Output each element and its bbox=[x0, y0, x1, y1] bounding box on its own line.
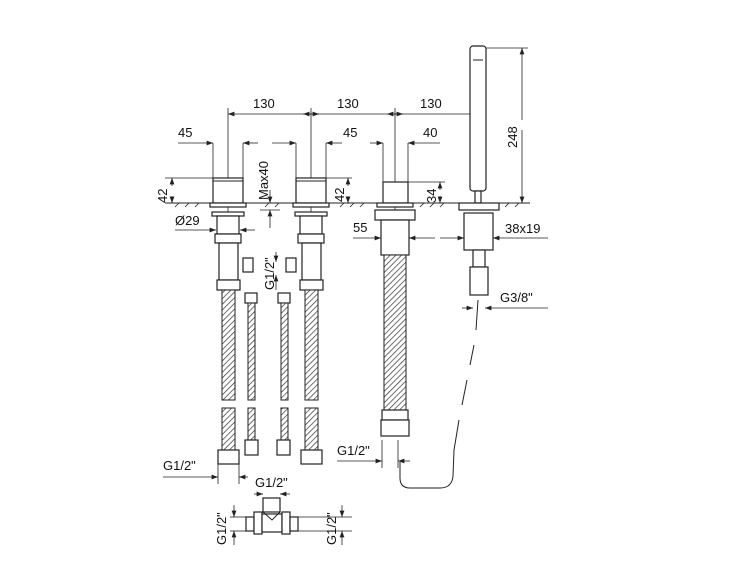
left-valve bbox=[209, 177, 254, 465]
dim-130-2: 130 bbox=[337, 96, 359, 111]
dim-hose-spout: G1/2" bbox=[337, 443, 370, 458]
dim-g38: G3/8" bbox=[500, 290, 533, 305]
dim-130-1: 130 bbox=[253, 96, 275, 111]
right-valve bbox=[285, 177, 330, 465]
dim-40: 40 bbox=[423, 125, 437, 140]
dim-130-3: 130 bbox=[420, 96, 442, 111]
dim-hose-left: G1/2" bbox=[163, 458, 196, 473]
dim-45-left: 45 bbox=[178, 125, 192, 140]
dim-34: 34 bbox=[424, 189, 439, 203]
dim-55: 55 bbox=[353, 220, 367, 235]
dim-42-right: 42 bbox=[332, 188, 347, 202]
width-dimensions: 45 45 40 bbox=[178, 125, 440, 182]
connection-hoses bbox=[244, 292, 291, 456]
dim-valve-inlet: G1/2" bbox=[262, 257, 277, 290]
dim-42-left: 42 bbox=[155, 189, 170, 203]
spacing-dimension: 130 130 130 bbox=[228, 96, 478, 117]
hand-shower bbox=[399, 45, 500, 489]
dim-diameter: Ø29 bbox=[175, 213, 200, 228]
tee-fitting bbox=[245, 497, 299, 535]
height-dimensions: 42 Max40 42 34 248 bbox=[155, 47, 528, 228]
dim-248: 248 bbox=[505, 126, 520, 148]
spout bbox=[374, 181, 416, 437]
dim-tee-right: G1/2" bbox=[324, 512, 339, 545]
dim-max40: Max40 bbox=[256, 161, 271, 200]
dim-38x19: 38x19 bbox=[505, 221, 540, 236]
dim-45-right: 45 bbox=[343, 125, 357, 140]
dim-tee-top: G1/2" bbox=[255, 475, 288, 490]
dim-tee-left: G1/2" bbox=[214, 512, 229, 545]
